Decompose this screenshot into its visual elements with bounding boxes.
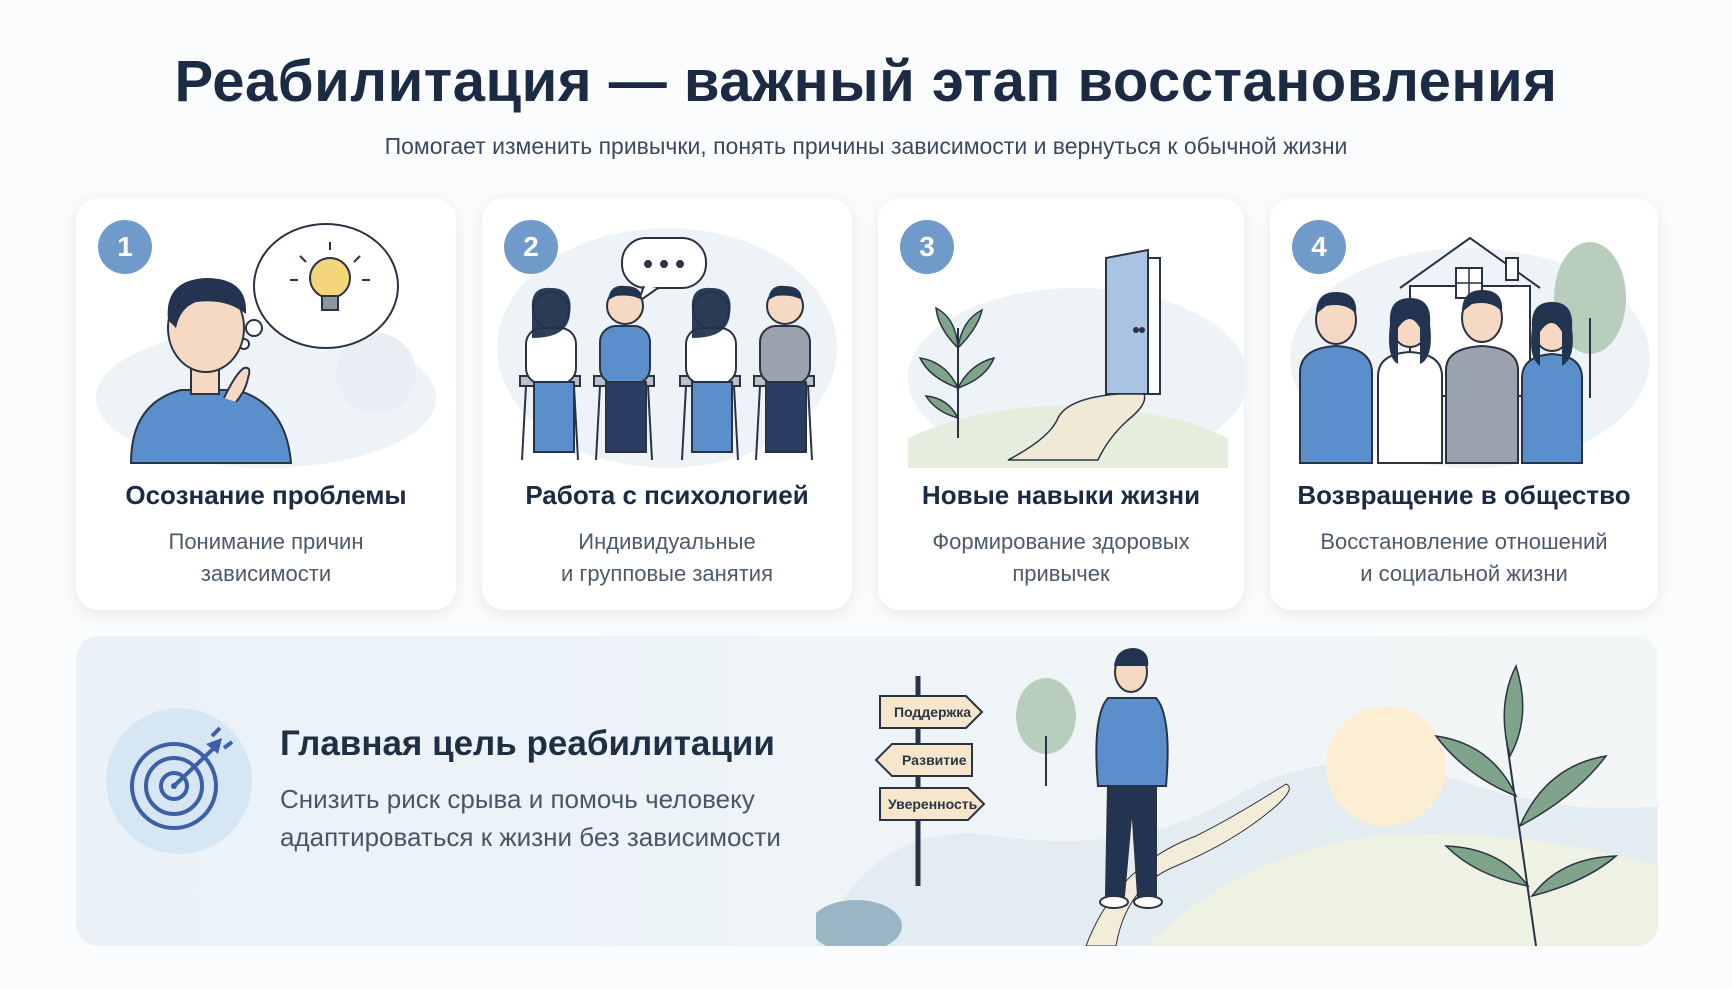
- step-description: Понимание причин зависимости: [168, 529, 364, 586]
- family-house-icon: [1290, 236, 1650, 468]
- path-signpost-scene: Поддержка Развитие Уверенность: [816, 648, 1658, 946]
- step-title: Возвращение в общество: [1297, 480, 1631, 510]
- step-number-badge: 4: [1292, 220, 1346, 274]
- step-number-badge: 1: [98, 220, 152, 274]
- sign-confidence: Уверенность: [888, 796, 978, 812]
- goal-title: Главная цель реабилитации: [280, 724, 775, 763]
- step-title: Работа с психологией: [525, 480, 809, 510]
- step-card-1: 1 Осознание проблемы Понимание причин за…: [76, 198, 456, 610]
- step-title: Осознание проблемы: [125, 480, 407, 510]
- sign-development: Развитие: [902, 752, 967, 768]
- thinking-person-lightbulb-icon: [96, 223, 436, 468]
- sign-support: Поддержка: [894, 704, 971, 720]
- target-arrow-icon: [130, 726, 234, 830]
- page-subtitle: Помогает изменить привычки, понять причи…: [384, 133, 1348, 159]
- step-card-2: 2 Работа с психологией Индивидуальные и …: [482, 198, 852, 610]
- step-description: Восстановление отношений и социальной жи…: [1320, 529, 1608, 586]
- goal-text: Снизить риск срыва и помочь человеку ада…: [280, 784, 781, 852]
- step-card-3: 3 Новые навыки жизни Формирование здоров…: [878, 198, 1244, 610]
- step-number-badge: 3: [900, 220, 954, 274]
- step-title: Новые навыки жизни: [921, 480, 1201, 510]
- open-door-path-icon: [908, 248, 1244, 468]
- step-description: Формирование здоровых привычек: [932, 529, 1190, 586]
- group-therapy-icon: [497, 228, 837, 468]
- step-number-badge: 2: [504, 220, 558, 274]
- step-description: Индивидуальные и групповые занятия: [561, 529, 773, 586]
- goal-panel: Главная цель реабилитации Снизить риск с…: [76, 636, 1658, 946]
- page-title: Реабилитация — важный этап восстановлени…: [174, 49, 1558, 114]
- step-card-4: 4 Возвращение в общество Восстановление …: [1270, 198, 1658, 610]
- goal-icon-circle: [106, 708, 252, 854]
